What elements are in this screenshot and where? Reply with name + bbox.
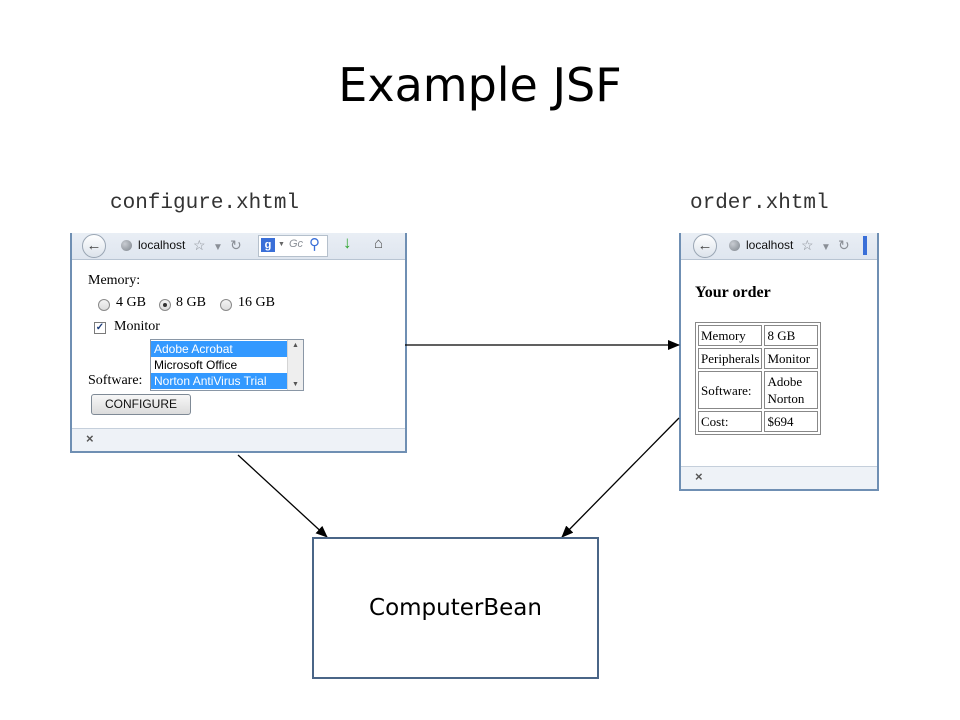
order-find-bar: × [681, 466, 877, 489]
reload-icon[interactable]: ↻ [230, 237, 242, 253]
order-value-cost: $694 [764, 411, 819, 432]
memory-radio-8gb[interactable] [159, 299, 171, 311]
order-key-software: Software: [698, 371, 763, 409]
order-heading: Your order [695, 284, 771, 301]
order-value-memory: 8 GB [764, 325, 819, 346]
scroll-down-icon[interactable]: ▼ [292, 381, 299, 388]
memory-option-8gb: 8 GB [176, 295, 206, 310]
software-option-norton[interactable]: Norton AntiVirus Trial [151, 373, 287, 389]
order-toolbar: ← localhost ☆ ▼ ↻ [681, 233, 877, 260]
software-label: Software: [88, 373, 143, 388]
home-icon[interactable]: ⌂ [374, 235, 384, 252]
configure-window: ← localhost ☆ ▼ ↻ g ▼ Gc ⚲ ↓ ⌂ Memory: 4… [70, 233, 407, 453]
memory-radio-4gb[interactable] [98, 299, 110, 311]
url-field[interactable]: localhost [138, 238, 186, 252]
dropdown-icon[interactable]: ▼ [821, 242, 831, 253]
google-icon: g [261, 238, 275, 252]
monitor-label: Monitor [114, 319, 160, 334]
configure-button[interactable]: CONFIGURE [91, 394, 191, 415]
search-dropdown-icon[interactable]: ▼ [278, 241, 285, 248]
software-option-acrobat[interactable]: Adobe Acrobat [151, 341, 287, 357]
order-window: ← localhost ☆ ▼ ↻ Your order Memory 8 GB… [679, 233, 879, 491]
order-key-cost: Cost: [698, 411, 763, 432]
arrow-order-to-bean [561, 417, 680, 538]
close-icon[interactable]: × [695, 469, 703, 484]
download-icon[interactable]: ↓ [343, 233, 352, 252]
computer-bean-label: ComputerBean [369, 595, 542, 621]
computer-bean-box: ComputerBean [312, 537, 599, 679]
search-engine-label: Gc [289, 238, 304, 250]
order-file-label: order.xhtml [690, 192, 829, 215]
software-option-office[interactable]: Microsoft Office [154, 358, 238, 372]
close-icon[interactable]: × [86, 431, 94, 446]
search-box[interactable]: g ▼ Gc ⚲ [258, 235, 328, 257]
memory-option-4gb: 4 GB [116, 295, 146, 310]
order-key-memory: Memory [698, 325, 763, 346]
search-icon[interactable]: ⚲ [309, 236, 320, 253]
configure-file-label: configure.xhtml [110, 192, 300, 215]
order-value-peripherals: Monitor [764, 348, 819, 369]
back-arrow-icon[interactable]: ← [82, 234, 106, 258]
table-row: Peripherals Monitor [698, 348, 819, 369]
star-icon[interactable]: ☆ [193, 237, 206, 253]
dropdown-icon[interactable]: ▼ [213, 242, 223, 253]
back-arrow-icon[interactable]: ← [693, 234, 717, 258]
configure-find-bar: × [72, 428, 405, 451]
memory-radio-16gb[interactable] [220, 299, 232, 311]
globe-icon [729, 240, 740, 251]
table-row: Cost: $694 [698, 411, 819, 432]
software-scrollbar[interactable]: ▲ ▼ [287, 340, 303, 390]
order-key-peripherals: Peripherals [698, 348, 763, 369]
configure-toolbar: ← localhost ☆ ▼ ↻ g ▼ Gc ⚲ ↓ ⌂ [72, 233, 405, 260]
memory-label: Memory: [88, 273, 141, 288]
arrow-configure-to-bean [237, 454, 328, 538]
order-table: Memory 8 GB Peripherals Monitor Software… [695, 322, 822, 435]
monitor-checkbox[interactable]: ✓ [94, 322, 106, 334]
search-box-edge[interactable] [863, 236, 867, 255]
reload-icon[interactable]: ↻ [838, 237, 850, 253]
scroll-up-icon[interactable]: ▲ [292, 342, 299, 349]
software-listbox[interactable]: Adobe Acrobat Microsoft Office Norton An… [150, 339, 304, 391]
star-icon[interactable]: ☆ [801, 237, 814, 253]
table-row: Memory 8 GB [698, 325, 819, 346]
url-field[interactable]: localhost [746, 238, 794, 252]
slide-title: Example JSF [338, 58, 622, 112]
globe-icon [121, 240, 132, 251]
memory-option-16gb: 16 GB [238, 295, 275, 310]
